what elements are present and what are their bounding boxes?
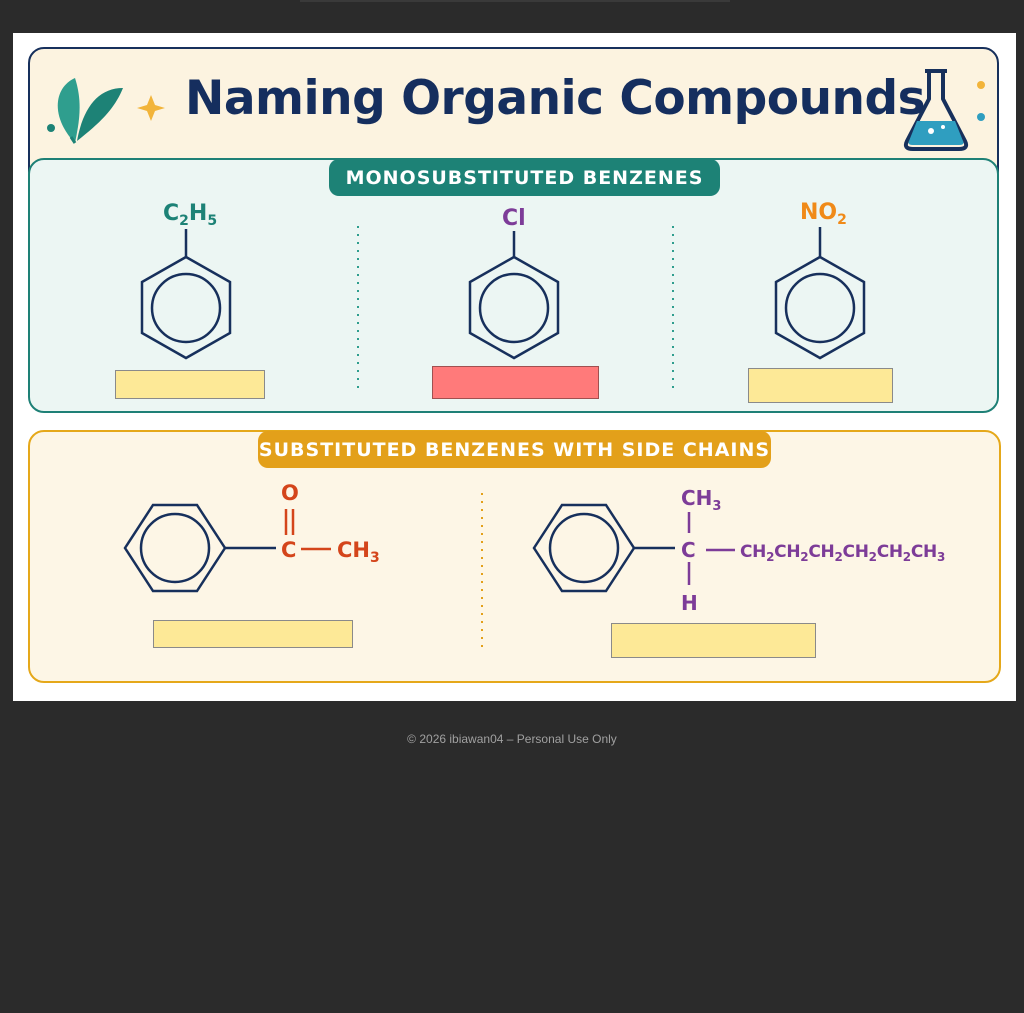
leaf-icon xyxy=(47,78,123,144)
svg-text:C2H5: C2H5 xyxy=(163,201,217,229)
answer-box-1[interactable] xyxy=(115,370,265,399)
molecule-acetophenone: O C CH3 xyxy=(123,481,380,593)
answer-box-4[interactable] xyxy=(153,620,353,648)
svg-text:Cl: Cl xyxy=(502,206,526,231)
answer-box-3[interactable] xyxy=(748,368,893,403)
molecule-chlorobenzene: Cl xyxy=(468,206,560,360)
flask-icon xyxy=(903,69,985,151)
answer-box-2-incorrect[interactable] xyxy=(432,366,599,399)
svg-text:NO2: NO2 xyxy=(800,200,847,228)
molecule-ethylbenzene: C2H5 xyxy=(140,201,232,360)
footer-copyright: © 2026 ibiawan04 – Personal Use Only xyxy=(407,732,617,746)
svg-text:CH3: CH3 xyxy=(681,486,721,514)
window-top-bar xyxy=(300,0,730,2)
svg-text:C: C xyxy=(681,538,696,562)
svg-text:CH3: CH3 xyxy=(337,538,380,566)
section-title-monosubstituted: MONOSUBSTITUTED BENZENES xyxy=(329,159,720,196)
molecule-phenyloctane: CH3 C H CH2CH2CH2CH2CH2CH3 xyxy=(532,486,945,615)
svg-text:O: O xyxy=(281,481,299,505)
page-title: Naming Organic Compounds xyxy=(185,71,926,126)
molecule-nitrobenzene: NO2 xyxy=(774,200,866,360)
svg-text:C: C xyxy=(281,538,296,562)
answer-box-5[interactable] xyxy=(611,623,816,658)
worksheet: Naming Organic Compounds MONOSUBSTITUTED… xyxy=(13,33,1016,701)
section-title-side-chains: SUBSTITUTED BENZENES WITH SIDE CHAINS xyxy=(258,431,771,468)
sparkle-icon xyxy=(137,95,165,121)
svg-text:H: H xyxy=(681,591,698,615)
svg-text:CH2CH2CH2CH2CH2CH3: CH2CH2CH2CH2CH2CH3 xyxy=(740,542,945,564)
molecule-drawings: C2H5 Cl NO2 O C CH3 xyxy=(47,69,985,653)
